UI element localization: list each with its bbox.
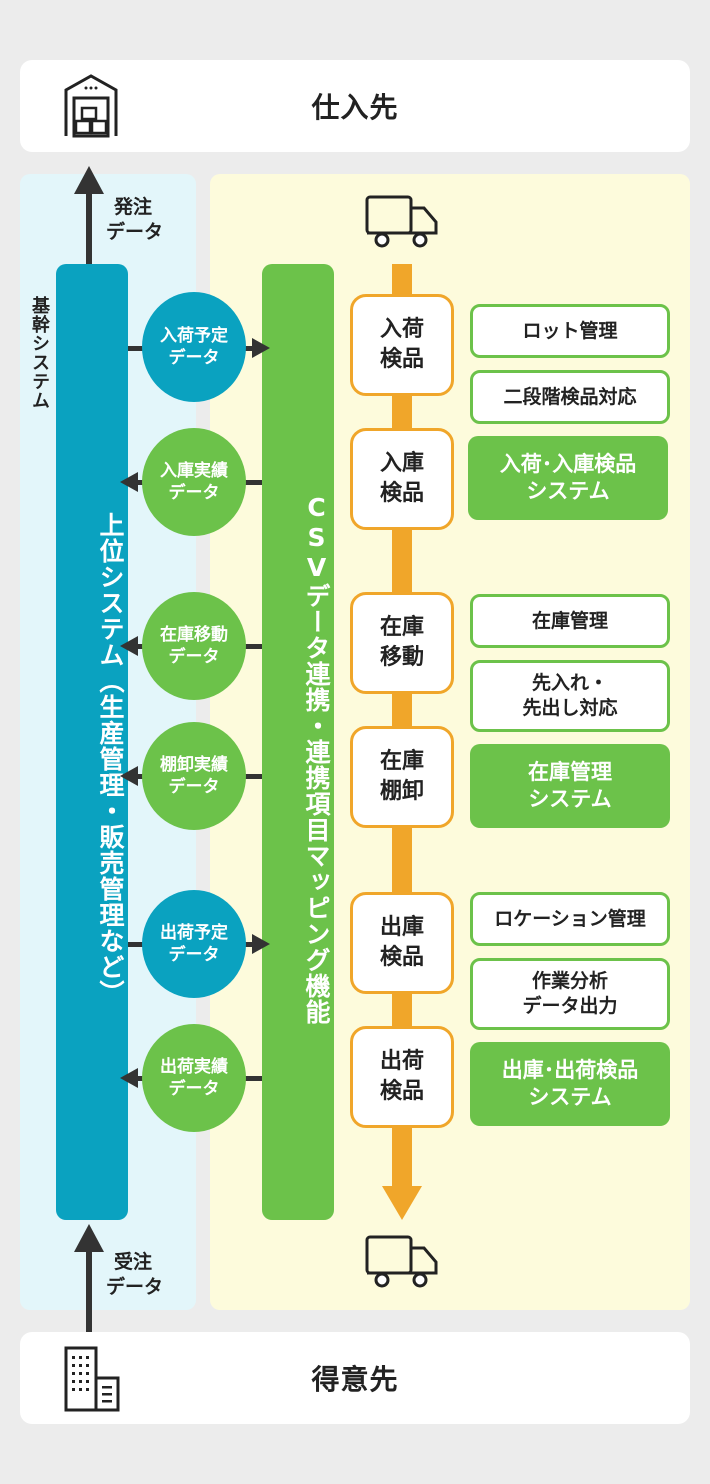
- arrow-right-icon: [252, 934, 270, 954]
- truck-icon: [365, 1235, 438, 1288]
- process-step: 入庫 検品: [350, 428, 454, 530]
- feature-line1: 作業分析: [531, 970, 608, 992]
- data-circle-line2: データ: [168, 483, 220, 503]
- system-inbound: 入荷･入庫検品 システム: [468, 436, 668, 520]
- data-circle: 在庫移動 データ: [142, 592, 246, 700]
- building-icon: [64, 1346, 120, 1412]
- feature-line1: 先入れ・: [531, 672, 608, 694]
- process-step-line1: 出荷: [379, 1049, 424, 1074]
- data-circle-line2: データ: [168, 1079, 220, 1099]
- arrow-right-icon: [252, 338, 270, 358]
- connector-line: [236, 1076, 262, 1081]
- feature-location-management: ロケーション管理: [470, 892, 670, 946]
- data-circle-line2: データ: [168, 945, 220, 965]
- feature-stock-management: 在庫管理: [470, 594, 670, 648]
- connector-line: [236, 480, 262, 485]
- arrow-left-icon: [120, 636, 138, 656]
- feature-two-stage-inspection: 二段階検品対応: [470, 370, 670, 424]
- process-step-line1: 出庫: [379, 915, 424, 940]
- customer-band: [20, 1332, 690, 1424]
- feature-label: 在庫管理: [531, 609, 608, 632]
- system-line1: 出庫･出荷検品: [501, 1058, 639, 1082]
- system-line1: 入荷･入庫検品: [499, 452, 637, 476]
- connector-line: [236, 774, 262, 779]
- receive-order-data-label: 受注 データ: [106, 1250, 186, 1300]
- data-circle-line1: 入庫実績: [160, 461, 228, 481]
- arrow-icon: [74, 1224, 104, 1252]
- feature-label: 二段階検品対応: [503, 385, 637, 408]
- process-step: 在庫 移動: [350, 592, 454, 694]
- csv-function-bar: CSVデータ連携・連携項目マッピング機能: [262, 264, 334, 1220]
- feature-line2: データ出力: [522, 995, 618, 1017]
- process-step-line2: 棚卸: [379, 779, 424, 804]
- process-step: 出荷 検品: [350, 1026, 454, 1128]
- order-arrow-line: [86, 190, 92, 265]
- process-step-line1: 入庫: [379, 451, 424, 476]
- process-step-line2: 検品: [379, 1079, 424, 1104]
- receive-order-data-line2: データ: [106, 1276, 164, 1298]
- order-data-line2: データ: [106, 221, 164, 243]
- process-step-line2: 検品: [379, 945, 424, 970]
- arrow-left-icon: [120, 1068, 138, 1088]
- connector-line: [128, 346, 148, 351]
- data-circle-line2: データ: [168, 348, 220, 368]
- upper-system-bar: 上位システム（生産管理・販売管理など）: [56, 264, 128, 1220]
- data-circle-line2: データ: [168, 647, 220, 667]
- data-circle-line1: 出荷実績: [160, 1057, 228, 1077]
- supplier-label: 仕入先: [311, 91, 399, 124]
- feature-label: ロケーション管理: [494, 907, 646, 930]
- data-circle: 出荷予定 データ: [142, 890, 246, 998]
- process-step-line2: 検品: [379, 481, 424, 506]
- data-circle-line1: 棚卸実績: [160, 755, 228, 775]
- truck-icon: [365, 195, 438, 248]
- connector-line: [236, 644, 262, 649]
- process-step: 出庫 検品: [350, 892, 454, 994]
- data-circle: 入庫実績 データ: [142, 428, 246, 536]
- connector-line: [128, 942, 148, 947]
- customer-label: 得意先: [311, 1363, 399, 1396]
- process-step: 在庫 棚卸: [350, 726, 454, 828]
- process-step-line1: 在庫: [379, 615, 424, 640]
- arrow-left-icon: [120, 766, 138, 786]
- system-line2: システム: [528, 1085, 612, 1109]
- process-step-line1: 入荷: [379, 317, 424, 342]
- data-circle-line1: 在庫移動: [160, 625, 228, 645]
- process-step-line1: 在庫: [379, 749, 424, 774]
- system-line2: システム: [526, 479, 610, 503]
- core-system-label: 基幹システム: [29, 296, 50, 410]
- process-step: 入荷 検品: [350, 294, 454, 396]
- supplier-band: [20, 60, 690, 152]
- arrow-down-icon: [382, 1186, 422, 1220]
- system-line1: 在庫管理: [528, 760, 612, 784]
- system-stock: 在庫管理 システム: [470, 744, 670, 828]
- order-data-label: 発注 データ: [106, 195, 186, 245]
- connector-line: [236, 346, 256, 351]
- connector-line: [134, 480, 148, 485]
- feature-line2: 先出し対応: [522, 697, 618, 719]
- receive-order-data-line1: 受注: [114, 1251, 153, 1273]
- connector-line: [134, 1076, 148, 1081]
- feature-fifo: 先入れ・ 先出し対応: [470, 660, 670, 732]
- feature-work-analysis: 作業分析 データ出力: [470, 958, 670, 1030]
- receive-order-arrow-line: [86, 1240, 92, 1334]
- data-circle-line1: 出荷予定: [160, 923, 228, 943]
- data-circle: 入荷予定 データ: [142, 292, 246, 402]
- connector-line: [134, 774, 148, 779]
- system-outbound: 出庫･出荷検品 システム: [470, 1042, 670, 1126]
- arrow-left-icon: [120, 472, 138, 492]
- process-step-line2: 検品: [379, 347, 424, 372]
- data-circle-line1: 入荷予定: [160, 326, 228, 346]
- connector-line: [134, 644, 148, 649]
- data-circle: 出荷実績 データ: [142, 1024, 246, 1132]
- connector-line: [236, 942, 256, 947]
- warehouse-icon: [64, 74, 118, 138]
- feature-lot-management: ロット管理: [470, 304, 670, 358]
- data-circle: 棚卸実績 データ: [142, 722, 246, 830]
- arrow-icon: [74, 166, 104, 194]
- process-step-line2: 移動: [379, 645, 424, 670]
- feature-label: ロット管理: [522, 319, 618, 342]
- data-circle-line2: データ: [168, 777, 220, 797]
- order-data-line1: 発注: [114, 196, 153, 218]
- system-line2: システム: [528, 787, 612, 811]
